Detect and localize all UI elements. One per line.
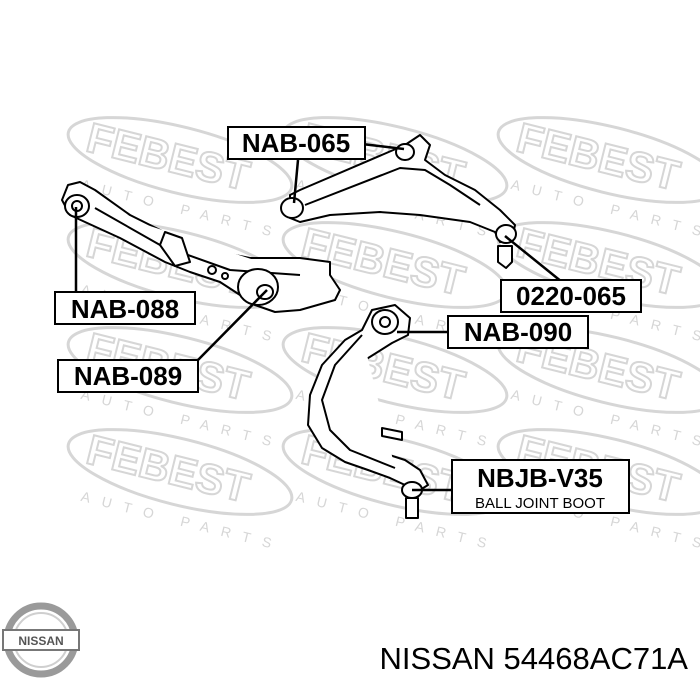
upper-control-arm <box>280 134 517 269</box>
label-ball-joint-boot: BALL JOINT BOOT <box>475 495 605 512</box>
svg-text:0220-065: 0220-065 <box>516 281 626 311</box>
label-nbjb-v35: NBJB-V35 BALL JOINT BOOT <box>451 459 630 514</box>
lower-control-arm <box>61 181 341 313</box>
leader-0220-065 <box>504 235 563 283</box>
label-nab-065: NAB-065 <box>227 126 366 160</box>
svg-text:NAB-088: NAB-088 <box>71 294 179 324</box>
upper-arm-rear-bushing <box>280 197 304 219</box>
rod-stud <box>381 427 403 441</box>
part-number: NISSAN 54468AC71A <box>379 641 688 676</box>
nissan-logo: NISSAN <box>2 602 80 678</box>
svg-text:NAB-065: NAB-065 <box>242 128 350 158</box>
svg-text:AUTO PARTS: AUTO PARTS <box>79 488 285 554</box>
leader-nab-089 <box>197 289 268 361</box>
label-nab-089: NAB-089 <box>57 359 199 393</box>
label-nab-088: NAB-088 <box>54 291 196 325</box>
svg-text:NBJB-V35: NBJB-V35 <box>477 463 603 493</box>
watermark-3: FEBEST AUTO PARTS <box>496 113 700 242</box>
tension-rod <box>307 304 429 519</box>
svg-text:NAB-090: NAB-090 <box>464 317 572 347</box>
label-nab-090: NAB-090 <box>447 315 589 349</box>
label-0220-065: 0220-065 <box>500 279 642 313</box>
svg-text:NAB-089: NAB-089 <box>74 361 182 391</box>
nissan-logo-text: NISSAN <box>18 634 63 648</box>
upper-arm-front-bushing <box>395 143 415 161</box>
leader-nab-065-a <box>361 142 405 151</box>
upper-ball-joint <box>495 224 517 244</box>
leader-nab-065-b <box>292 159 300 204</box>
